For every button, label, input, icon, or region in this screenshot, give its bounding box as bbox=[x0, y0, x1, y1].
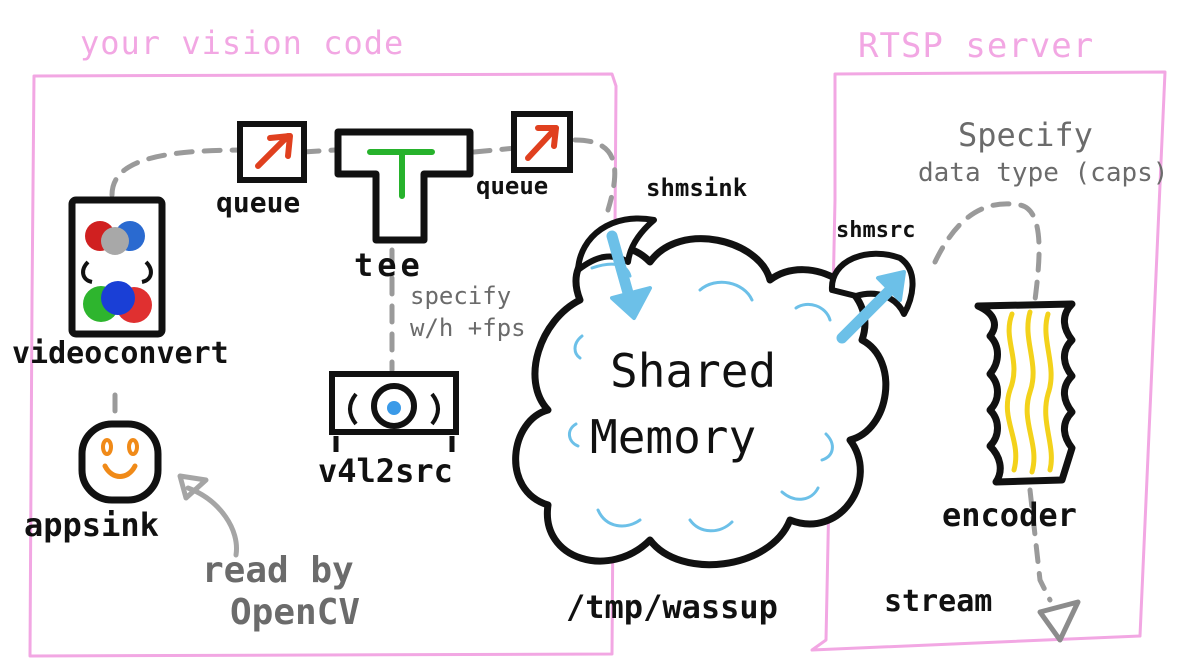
specify-wh-line1: specify bbox=[410, 282, 512, 310]
vision-code-frame bbox=[28, 72, 618, 658]
read-by-line2: OpenCV bbox=[230, 592, 361, 633]
specify-caps-line1: Specify bbox=[958, 116, 1093, 154]
encoder-icon bbox=[974, 300, 1076, 486]
queue-right-label: queue bbox=[476, 172, 549, 200]
appsink-label: appsink bbox=[24, 506, 159, 544]
connector-encoder-stream bbox=[1027, 487, 1053, 603]
stream-arrow-icon bbox=[1037, 599, 1081, 643]
v4l2src-camera-icon bbox=[329, 371, 459, 452]
read-by-arrow bbox=[177, 473, 239, 558]
connector-tee-queue bbox=[471, 145, 519, 155]
shmsrc-icon bbox=[828, 250, 916, 344]
queue-left-icon bbox=[237, 121, 307, 183]
connector-queue-shmsink bbox=[572, 137, 618, 213]
connector-queue-tee bbox=[300, 147, 338, 155]
shmsink-icon bbox=[575, 215, 657, 320]
queue-right-icon bbox=[511, 111, 573, 173]
specify-wh-line2: w/h +fps bbox=[410, 314, 526, 342]
videoconvert-icon bbox=[68, 196, 166, 338]
queue-left-label: queue bbox=[216, 186, 301, 219]
encoder-label: encoder bbox=[942, 496, 1077, 534]
stream-label: stream bbox=[884, 584, 993, 619]
connector-shmsrc-caps bbox=[932, 201, 1042, 303]
tee-label: tee bbox=[354, 246, 424, 284]
shared-memory-line1: Shared bbox=[610, 344, 777, 398]
shmsrc-label: shmsrc bbox=[836, 218, 916, 243]
rtsp-server-frame bbox=[810, 70, 1167, 652]
vision-code-title: your vision code bbox=[80, 24, 405, 62]
shmsink-label: shmsink bbox=[646, 174, 748, 202]
connector-videoconvert-queue bbox=[109, 147, 248, 198]
appsink-smiley-icon bbox=[78, 420, 162, 504]
rtsp-server-title: RTSP server bbox=[858, 26, 1095, 66]
shared-memory-cloud-icon bbox=[512, 235, 890, 569]
v4l2src-label: v4l2src bbox=[318, 452, 453, 490]
shared-memory-line2: Memory bbox=[590, 410, 757, 464]
videoconvert-label: videoconvert bbox=[12, 336, 229, 371]
tee-icon bbox=[334, 128, 474, 244]
shm-path-label: /tmp/wassup bbox=[566, 588, 778, 626]
specify-caps-line2: data type (caps) bbox=[918, 158, 1169, 188]
read-by-line1: read by bbox=[202, 550, 354, 591]
